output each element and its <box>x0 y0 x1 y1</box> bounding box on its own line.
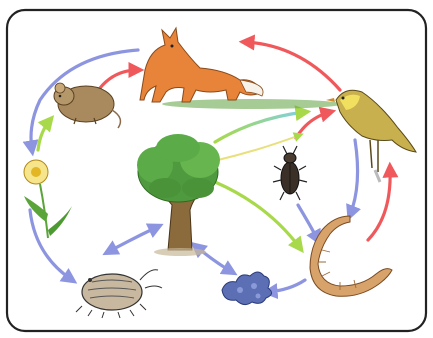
food-web-diagram <box>0 0 433 338</box>
food-web-canvas <box>0 0 433 338</box>
